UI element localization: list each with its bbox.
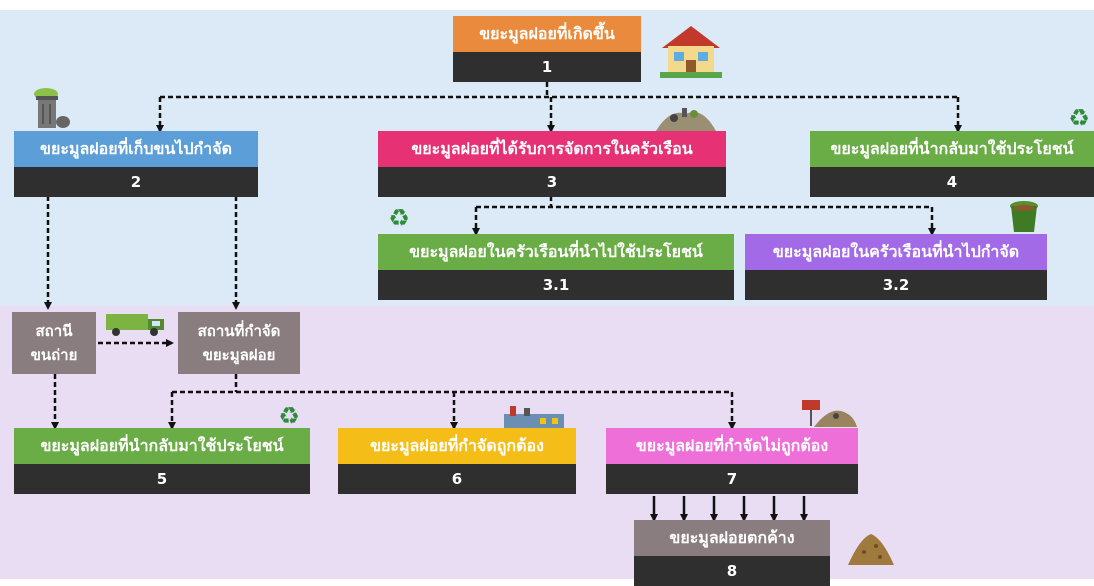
node-3-2-number: 3.2	[745, 270, 1047, 300]
node-3-1-label: ขยะมูลฝอยในครัวเรือนที่นำไปใช้ประโยชน์	[378, 234, 734, 270]
disposal-site-line-1: สถานที่กำจัด	[197, 322, 281, 340]
transfer-station-line-1: สถานี	[35, 322, 73, 340]
node-5-label: ขยะมูลฝอยที่นำกลับมาใช้ประโยชน์	[14, 428, 310, 464]
node-1-label: ขยะมูลฝอยที่เกิดขึ้น	[453, 16, 641, 52]
node-7-improperly-disposed: ขยะมูลฝอยที่กำจัดไม่ถูกต้อง 7	[606, 428, 858, 494]
node-3-1-household-utilized: ขยะมูลฝอยในครัวเรือนที่นำไปใช้ประโยชน์ 3…	[378, 234, 734, 300]
node-2-label: ขยะมูลฝอยที่เก็บขนไปกำจัด	[14, 131, 258, 167]
node-6-label: ขยะมูลฝอยที่กำจัดถูกต้อง	[338, 428, 576, 464]
node-3-1-number: 3.1	[378, 270, 734, 300]
node-3-number: 3	[378, 167, 726, 197]
node-7-number: 7	[606, 464, 858, 494]
disposal-site: สถานที่กำจัด ขยะมูลฝอย	[178, 312, 300, 374]
node-8-residual-waste: ขยะมูลฝอยตกค้าง 8	[634, 520, 830, 586]
node-3-2-label: ขยะมูลฝอยในครัวเรือนที่นำไปกำจัด	[745, 234, 1047, 270]
node-8-label: ขยะมูลฝอยตกค้าง	[634, 520, 830, 556]
recycle-icon: ♻	[278, 402, 300, 428]
residue-pile-icon	[848, 534, 894, 565]
transfer-station-line-2: ขนถ่าย	[30, 346, 78, 364]
recycle-icon: ♻	[388, 204, 410, 230]
node-2-number: 2	[14, 167, 258, 197]
node-3-2-household-disposed: ขยะมูลฝอยในครัวเรือนที่นำไปกำจัด 3.2	[745, 234, 1047, 300]
house-icon	[660, 26, 722, 78]
node-5-recycled-from-site: ขยะมูลฝอยที่นำกลับมาใช้ประโยชน์ 5	[14, 428, 310, 494]
node-6-properly-disposed: ขยะมูลฝอยที่กำจัดถูกต้อง 6	[338, 428, 576, 494]
svg-text:♻: ♻	[1068, 104, 1090, 130]
transfer-station: สถานี ขนถ่าย	[12, 312, 96, 374]
node-4-label: ขยะมูลฝอยที่นำกลับมาใช้ประโยชน์	[810, 131, 1094, 167]
node-1-generated-waste: ขยะมูลฝอยที่เกิดขึ้น 1	[453, 16, 641, 82]
node-4-recycled: ขยะมูลฝอยที่นำกลับมาใช้ประโยชน์ 4	[810, 131, 1094, 197]
node-3-household-managed: ขยะมูลฝอยที่ได้รับการจัดการในครัวเรือน 3	[378, 131, 726, 197]
node-8-number: 8	[634, 556, 830, 586]
compost-bin-icon	[1010, 201, 1038, 232]
dump-sign-icon	[802, 400, 857, 427]
recycle-icon: ♻	[1068, 104, 1090, 130]
node-3-label: ขยะมูลฝอยที่ได้รับการจัดการในครัวเรือน	[378, 131, 726, 167]
garbage-pile-icon	[656, 108, 716, 131]
node-2-collected-for-disposal: ขยะมูลฝอยที่เก็บขนไปกำจัด 2	[14, 131, 258, 197]
disposal-site-line-2: ขยะมูลฝอย	[202, 346, 276, 364]
node-6-number: 6	[338, 464, 576, 494]
node-1-number: 1	[453, 52, 641, 82]
svg-text:♻: ♻	[388, 204, 410, 230]
trash-bin-icon	[34, 88, 70, 128]
garbage-truck-icon	[106, 314, 164, 336]
node-5-number: 5	[14, 464, 310, 494]
node-4-number: 4	[810, 167, 1094, 197]
node-7-label: ขยะมูลฝอยที่กำจัดไม่ถูกต้อง	[606, 428, 858, 464]
factory-icon	[504, 406, 564, 428]
svg-text:♻: ♻	[278, 402, 300, 428]
